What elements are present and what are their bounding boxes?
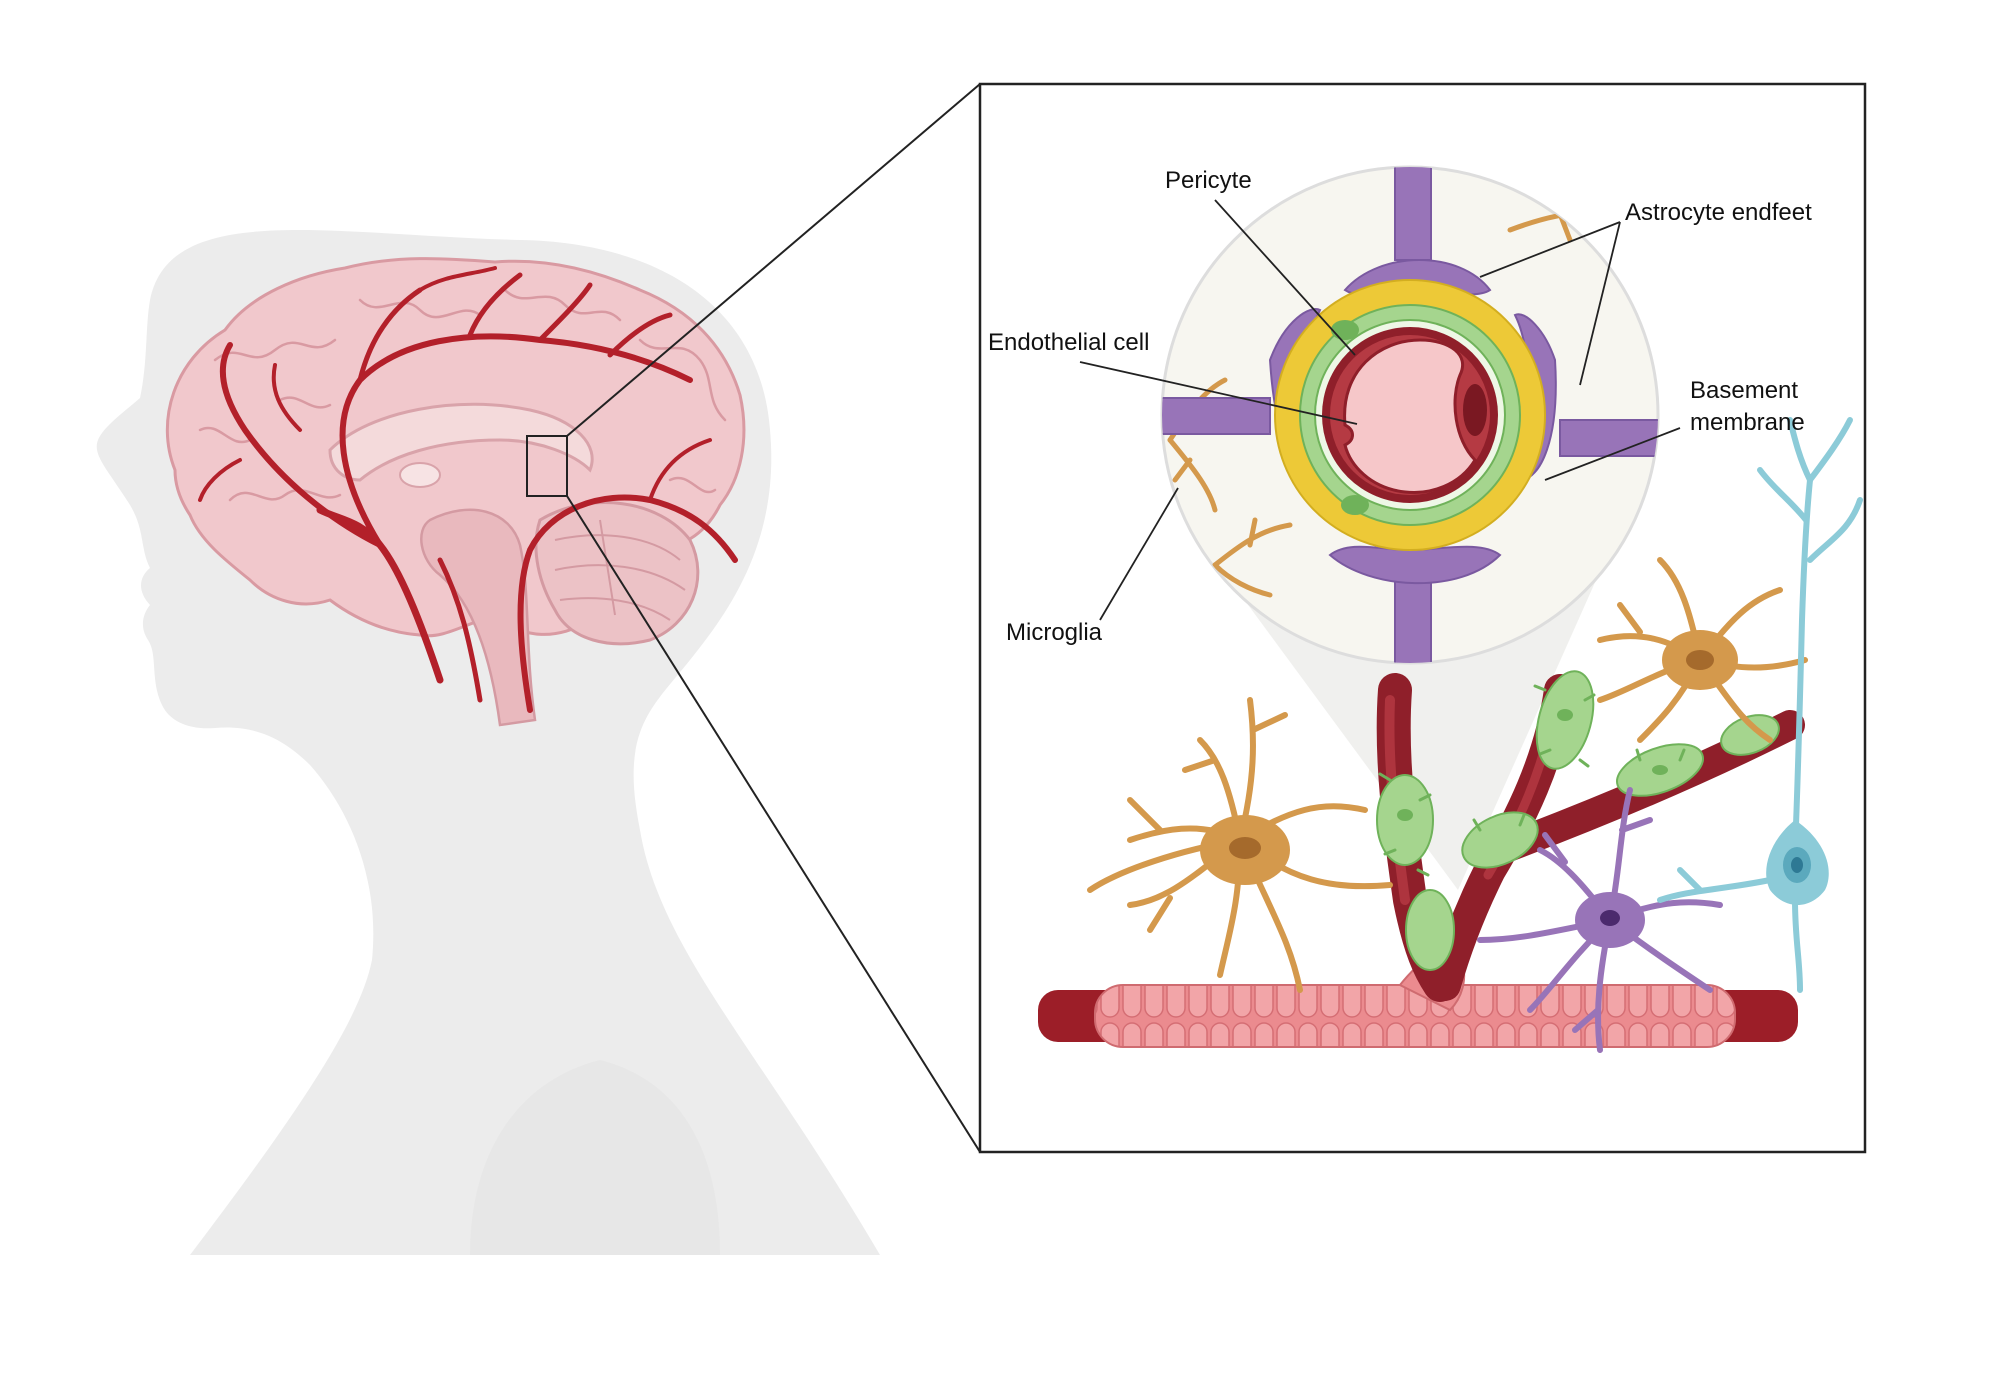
leader-lines: [1079, 199, 1681, 621]
astrocyte-icon: [1597, 557, 1808, 743]
astrocyte-icon: [1087, 697, 1393, 993]
capillary-cross-section: [1160, 165, 1660, 665]
brain-icon: [165, 257, 746, 727]
pericyte-icon: [1341, 495, 1369, 515]
pericyte-label: Pericyte: [1165, 167, 1252, 194]
basement-membrane-label-line2: membrane: [1690, 409, 1805, 436]
endothelial-cell-label: Endothelial cell: [988, 329, 1149, 356]
neuron-icon: [1657, 417, 1863, 993]
zoom-connector-top: [566, 83, 981, 437]
astrocyte-endfeet-label: Astrocyte endfeet: [1625, 199, 1812, 226]
microglia-label: Microglia: [1006, 619, 1103, 646]
zoom-region-box: [526, 435, 568, 497]
microglia-icon: [1477, 787, 1723, 1053]
vessel-lumen: [1343, 338, 1477, 495]
basement-membrane-label-line1: Basement: [1690, 377, 1798, 404]
zoom-connector-bottom: [566, 495, 981, 1153]
